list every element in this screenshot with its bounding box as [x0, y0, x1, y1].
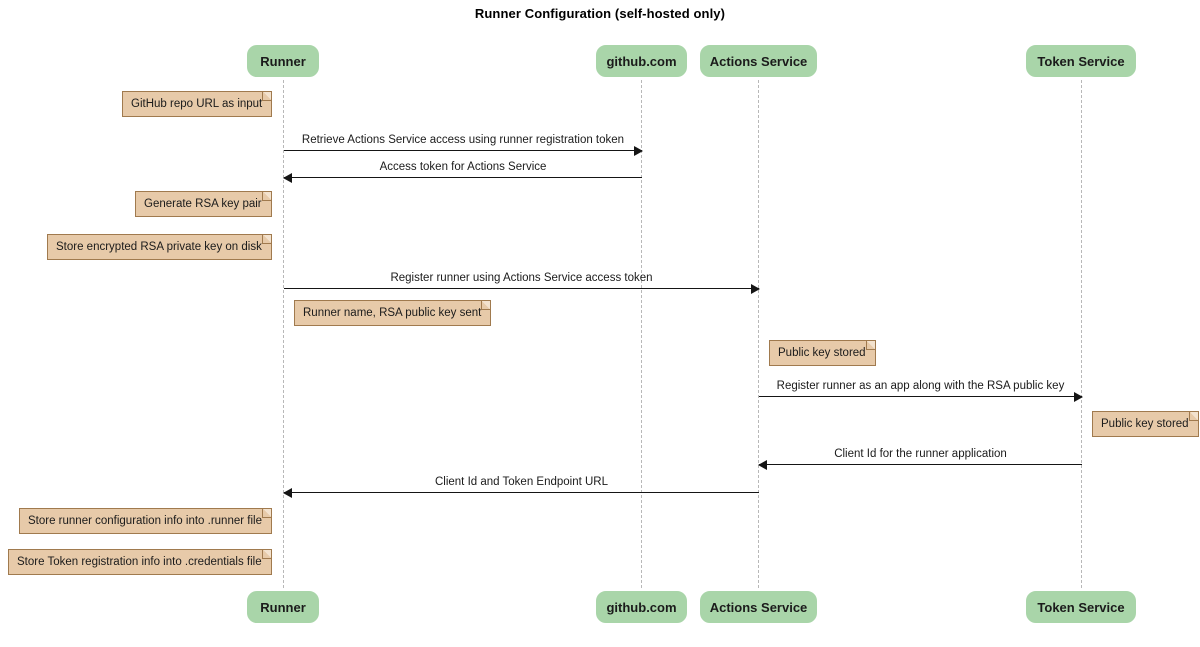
note-text: GitHub repo URL as input	[131, 98, 263, 110]
note-text: Store Token registration info into .cred…	[17, 556, 262, 568]
arrowhead-left-icon	[758, 459, 767, 470]
arrowhead-right-icon	[751, 283, 760, 294]
note-store-token-registration: Store Token registration info into .cred…	[8, 549, 272, 575]
participant-actions-service-top[interactable]: Actions Service	[700, 45, 817, 77]
participant-actions-service-bottom[interactable]: Actions Service	[700, 591, 817, 623]
participant-label: Token Service	[1037, 53, 1125, 69]
message-line	[284, 288, 759, 289]
note-store-encrypted-rsa-private-key: Store encrypted RSA private key on disk	[47, 234, 272, 260]
note-store-runner-configuration: Store runner configuration info into .ru…	[19, 508, 272, 534]
message-label: Register runner as an app along with the…	[776, 380, 1065, 392]
participant-github-top[interactable]: github.com	[596, 45, 687, 77]
participant-runner-top[interactable]: Runner	[247, 45, 319, 77]
note-fold-icon	[262, 92, 272, 101]
arrowhead-right-icon	[634, 145, 643, 156]
participant-label: github.com	[606, 599, 677, 615]
message-line	[284, 150, 642, 151]
note-runner-name-rsa-public-key-sent: Runner name, RSA public key sent	[294, 300, 492, 326]
participant-label: Token Service	[1037, 599, 1125, 615]
note-fold-icon	[481, 301, 491, 310]
lifeline-github	[641, 80, 642, 588]
message-label: Access token for Actions Service	[379, 161, 547, 173]
message-label: Retrieve Actions Service access using ru…	[301, 134, 625, 146]
lifeline-actions-service	[758, 80, 759, 588]
note-fold-icon	[261, 235, 271, 244]
note-text: Runner name, RSA public key sent	[303, 307, 482, 319]
message-line	[759, 464, 1082, 465]
note-generate-rsa-key-pair: Generate RSA key pair	[135, 191, 272, 217]
participant-label: Actions Service	[709, 53, 808, 69]
note-public-key-stored-token: Public key stored	[1092, 411, 1199, 437]
participant-runner-bottom[interactable]: Runner	[247, 591, 319, 623]
message-label: Client Id and Token Endpoint URL	[434, 476, 609, 488]
note-fold-icon	[1188, 412, 1198, 421]
note-github-repo-url: GitHub repo URL as input	[122, 91, 273, 117]
participant-label: github.com	[606, 53, 677, 69]
note-text: Store encrypted RSA private key on disk	[56, 241, 262, 253]
arrowhead-right-icon	[1074, 391, 1083, 402]
message-label: Register runner using Actions Service ac…	[390, 272, 653, 284]
note-fold-icon	[261, 192, 271, 201]
note-text: Store runner configuration info into .ru…	[28, 515, 262, 527]
note-fold-icon	[865, 341, 875, 350]
note-fold-icon	[261, 550, 271, 559]
message-line	[284, 492, 759, 493]
note-fold-icon	[261, 509, 271, 518]
diagram-title: Runner Configuration (self-hosted only)	[474, 6, 726, 21]
message-line	[284, 177, 642, 178]
note-text: Generate RSA key pair	[144, 198, 262, 210]
participant-label: Runner	[260, 599, 306, 615]
participant-label: Actions Service	[709, 599, 808, 615]
note-text: Public key stored	[1101, 418, 1189, 430]
participant-token-service-bottom[interactable]: Token Service	[1026, 591, 1136, 623]
participant-label: Runner	[260, 53, 306, 69]
note-text: Public key stored	[778, 347, 866, 359]
participant-github-bottom[interactable]: github.com	[596, 591, 687, 623]
lifeline-runner	[283, 80, 284, 588]
message-line	[759, 396, 1082, 397]
message-label: Client Id for the runner application	[834, 448, 1007, 460]
arrowhead-left-icon	[283, 172, 292, 183]
note-public-key-stored-actions: Public key stored	[769, 340, 876, 366]
arrowhead-left-icon	[283, 487, 292, 498]
lifeline-token-service	[1081, 80, 1082, 588]
participant-token-service-top[interactable]: Token Service	[1026, 45, 1136, 77]
